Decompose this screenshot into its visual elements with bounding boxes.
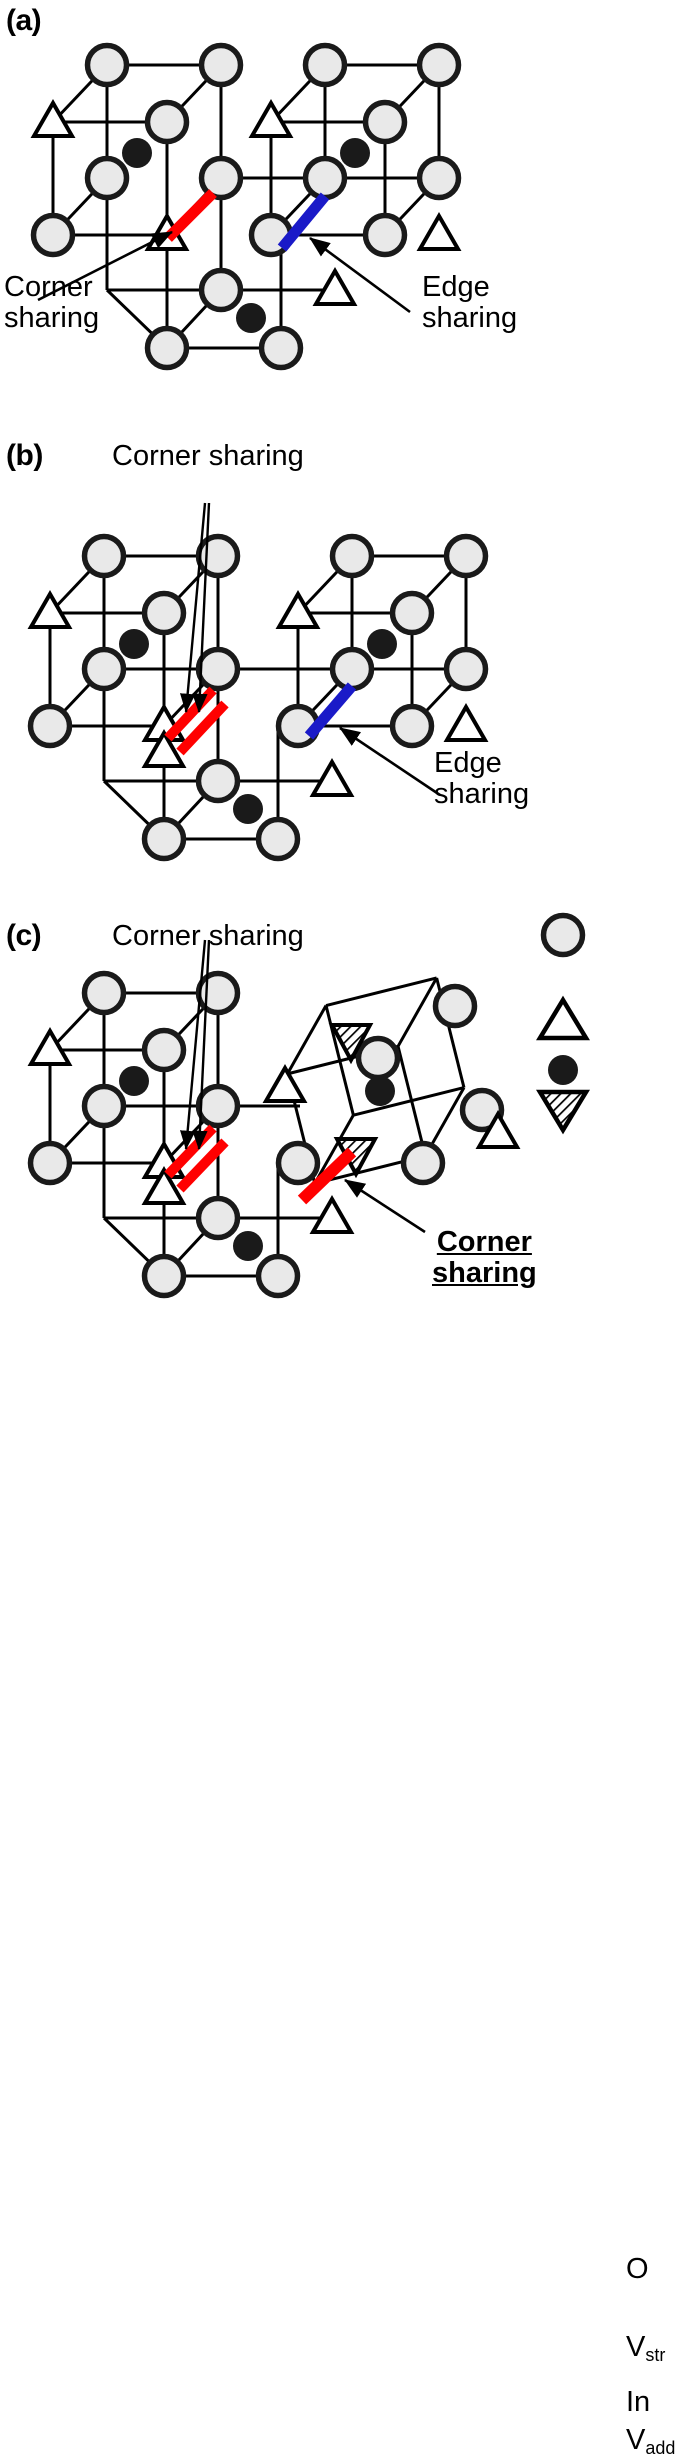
- panel-a-vstr-vacancies: [30, 98, 462, 306]
- panel-c-corner-sharing-top-label: Corner sharing: [112, 920, 304, 952]
- legend-label-indium: In: [626, 2386, 651, 2418]
- panel-c-corner-leader-3: [344, 1178, 426, 1234]
- figure-canvas: (a) (b) (c) Corner sharing Edge sharing …: [4, 0, 675, 2458]
- legend-symbols: [536, 916, 590, 1135]
- panel-b-label: (b): [6, 439, 43, 472]
- legend-vstr-icon: [536, 995, 590, 1041]
- panel-c-corner-leader-2: [192, 939, 211, 1150]
- legend-oxygen-icon: [544, 916, 583, 955]
- structure-svg: [27, 0, 590, 1335]
- panel-c-corner-sharing-bond-2: [176, 1138, 229, 1193]
- panel-b-edge-sharing-label: Edge sharing: [434, 747, 530, 810]
- panel-b-edge-leader: [339, 726, 441, 797]
- panel-c-corner-sharing-emphasized-label: Corner sharing: [432, 1226, 537, 1289]
- panel-b-edge-sharing-bond: [304, 682, 357, 740]
- panel-a-edge-leader: [309, 236, 411, 314]
- panel-a-edge-sharing-label: Edge sharing: [422, 271, 518, 334]
- panel-c-corner-leader-1: [180, 939, 207, 1150]
- panel-c-label: (c): [6, 919, 42, 952]
- legend-label-vadd: Vadd: [626, 2424, 676, 2458]
- panel-c-structure: [27, 939, 521, 1296]
- panel-b-corner-sharing-bond-2: [176, 700, 229, 756]
- legend-label-oxygen: O: [626, 2253, 649, 2285]
- legend-item-vadd: Vadd: [600, 2424, 676, 2458]
- legend-vadd-icon: [536, 1089, 590, 1135]
- panel-c-vstr-vacancies: [27, 1026, 521, 1234]
- panel-b-corner-leader-1: [180, 502, 207, 713]
- legend-label-vstr: Vstr: [626, 2331, 666, 2365]
- panel-c-oxygen-atoms: [31, 974, 502, 1296]
- panel-a-structure: [30, 46, 462, 368]
- panel-a-label: (a): [6, 4, 42, 37]
- legend-item-oxygen: O: [600, 2255, 649, 2284]
- panel-a-corner-leader: [37, 230, 173, 302]
- legend-item-vstr: Vstr: [600, 2331, 666, 2365]
- panel-b-corner-leader-2: [192, 502, 211, 713]
- panel-a-corner-sharing-label: Corner sharing: [4, 271, 100, 334]
- panel-b-corner-sharing-label: Corner sharing: [112, 440, 304, 472]
- panel-b-structure: [27, 502, 489, 859]
- legend-item-indium: In: [600, 2388, 650, 2417]
- panel-c-corner-sharing-bond-3: [297, 1147, 357, 1205]
- panel-a-edge-sharing-bond: [277, 192, 330, 252]
- legend-indium-icon: [548, 1055, 578, 1085]
- panel-a-corner-sharing-bond: [164, 189, 217, 242]
